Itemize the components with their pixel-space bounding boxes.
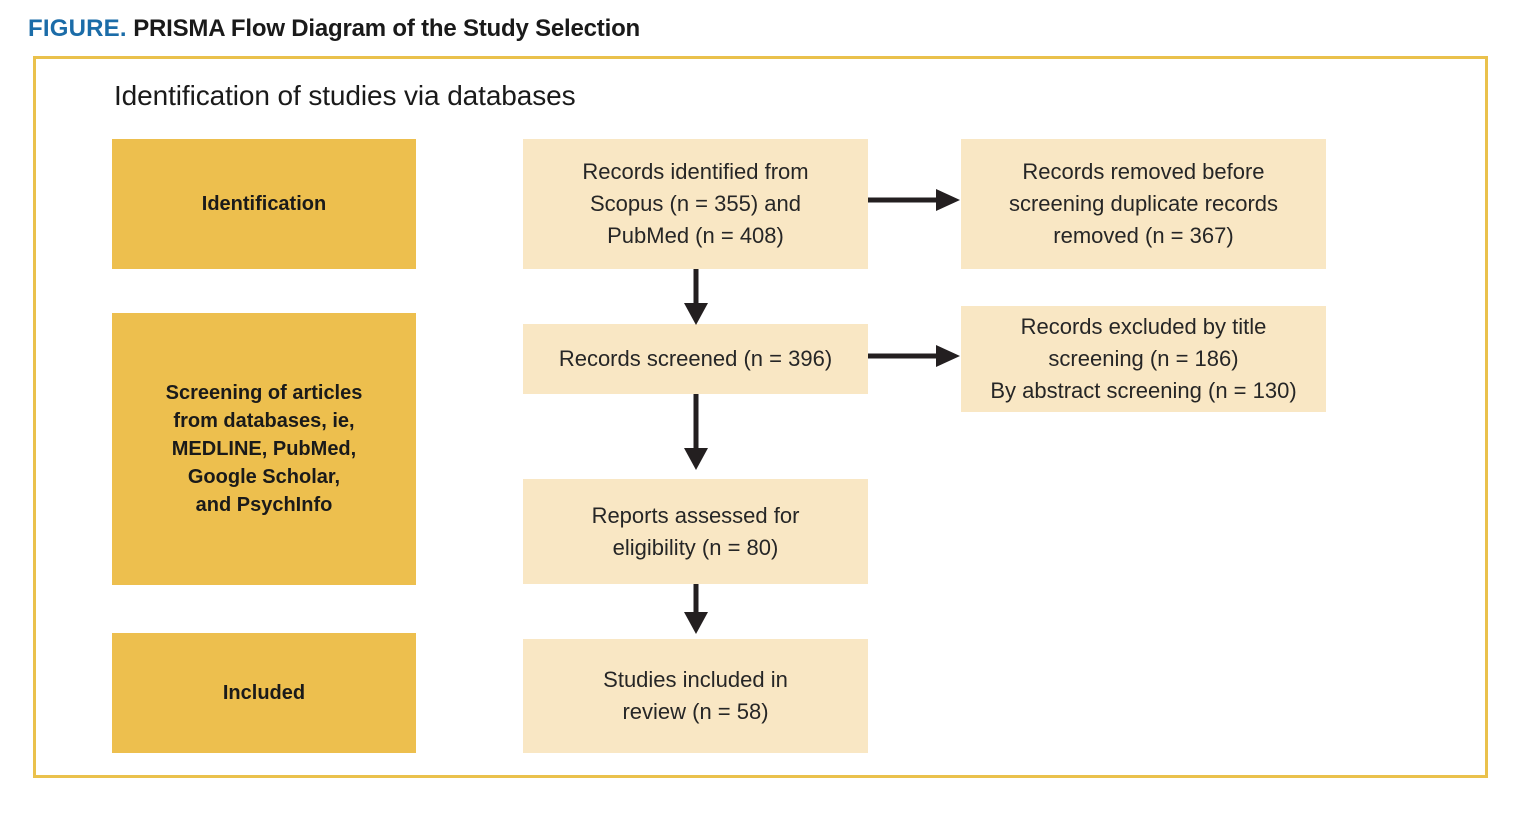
arrow-down-screened-to-eligibility	[681, 394, 711, 470]
figure-caption: FIGURE. PRISMA Flow Diagram of the Study…	[28, 14, 640, 44]
flow-box-records-excluded: Records excluded by title screening (n =…	[961, 306, 1326, 412]
figure-label: FIGURE.	[28, 15, 127, 42]
stage-box-screening: Screening of articles from databases, ie…	[112, 313, 416, 585]
arrow-right-screened-to-excluded	[868, 341, 960, 371]
stage-box-included: Included	[112, 633, 416, 753]
flow-box-reports-assessed: Reports assessed for eligibility (n = 80…	[523, 479, 868, 584]
page-title: PRISMA Flow Diagram of the Study Selecti…	[133, 15, 640, 42]
stage-box-identification: Identification	[112, 139, 416, 269]
arrow-down-identified-to-screened	[681, 269, 711, 325]
flow-box-studies-included: Studies included in review (n = 58)	[523, 639, 868, 753]
flow-box-records-removed: Records removed before screening duplica…	[961, 139, 1326, 269]
arrow-right-identified-to-removed	[868, 185, 960, 215]
section-heading: Identification of studies via databases	[114, 80, 576, 111]
arrow-down-eligibility-to-included	[681, 584, 711, 634]
flow-box-records-screened: Records screened (n = 396)	[523, 324, 868, 394]
flow-box-records-identified: Records identified from Scopus (n = 355)…	[523, 139, 868, 269]
